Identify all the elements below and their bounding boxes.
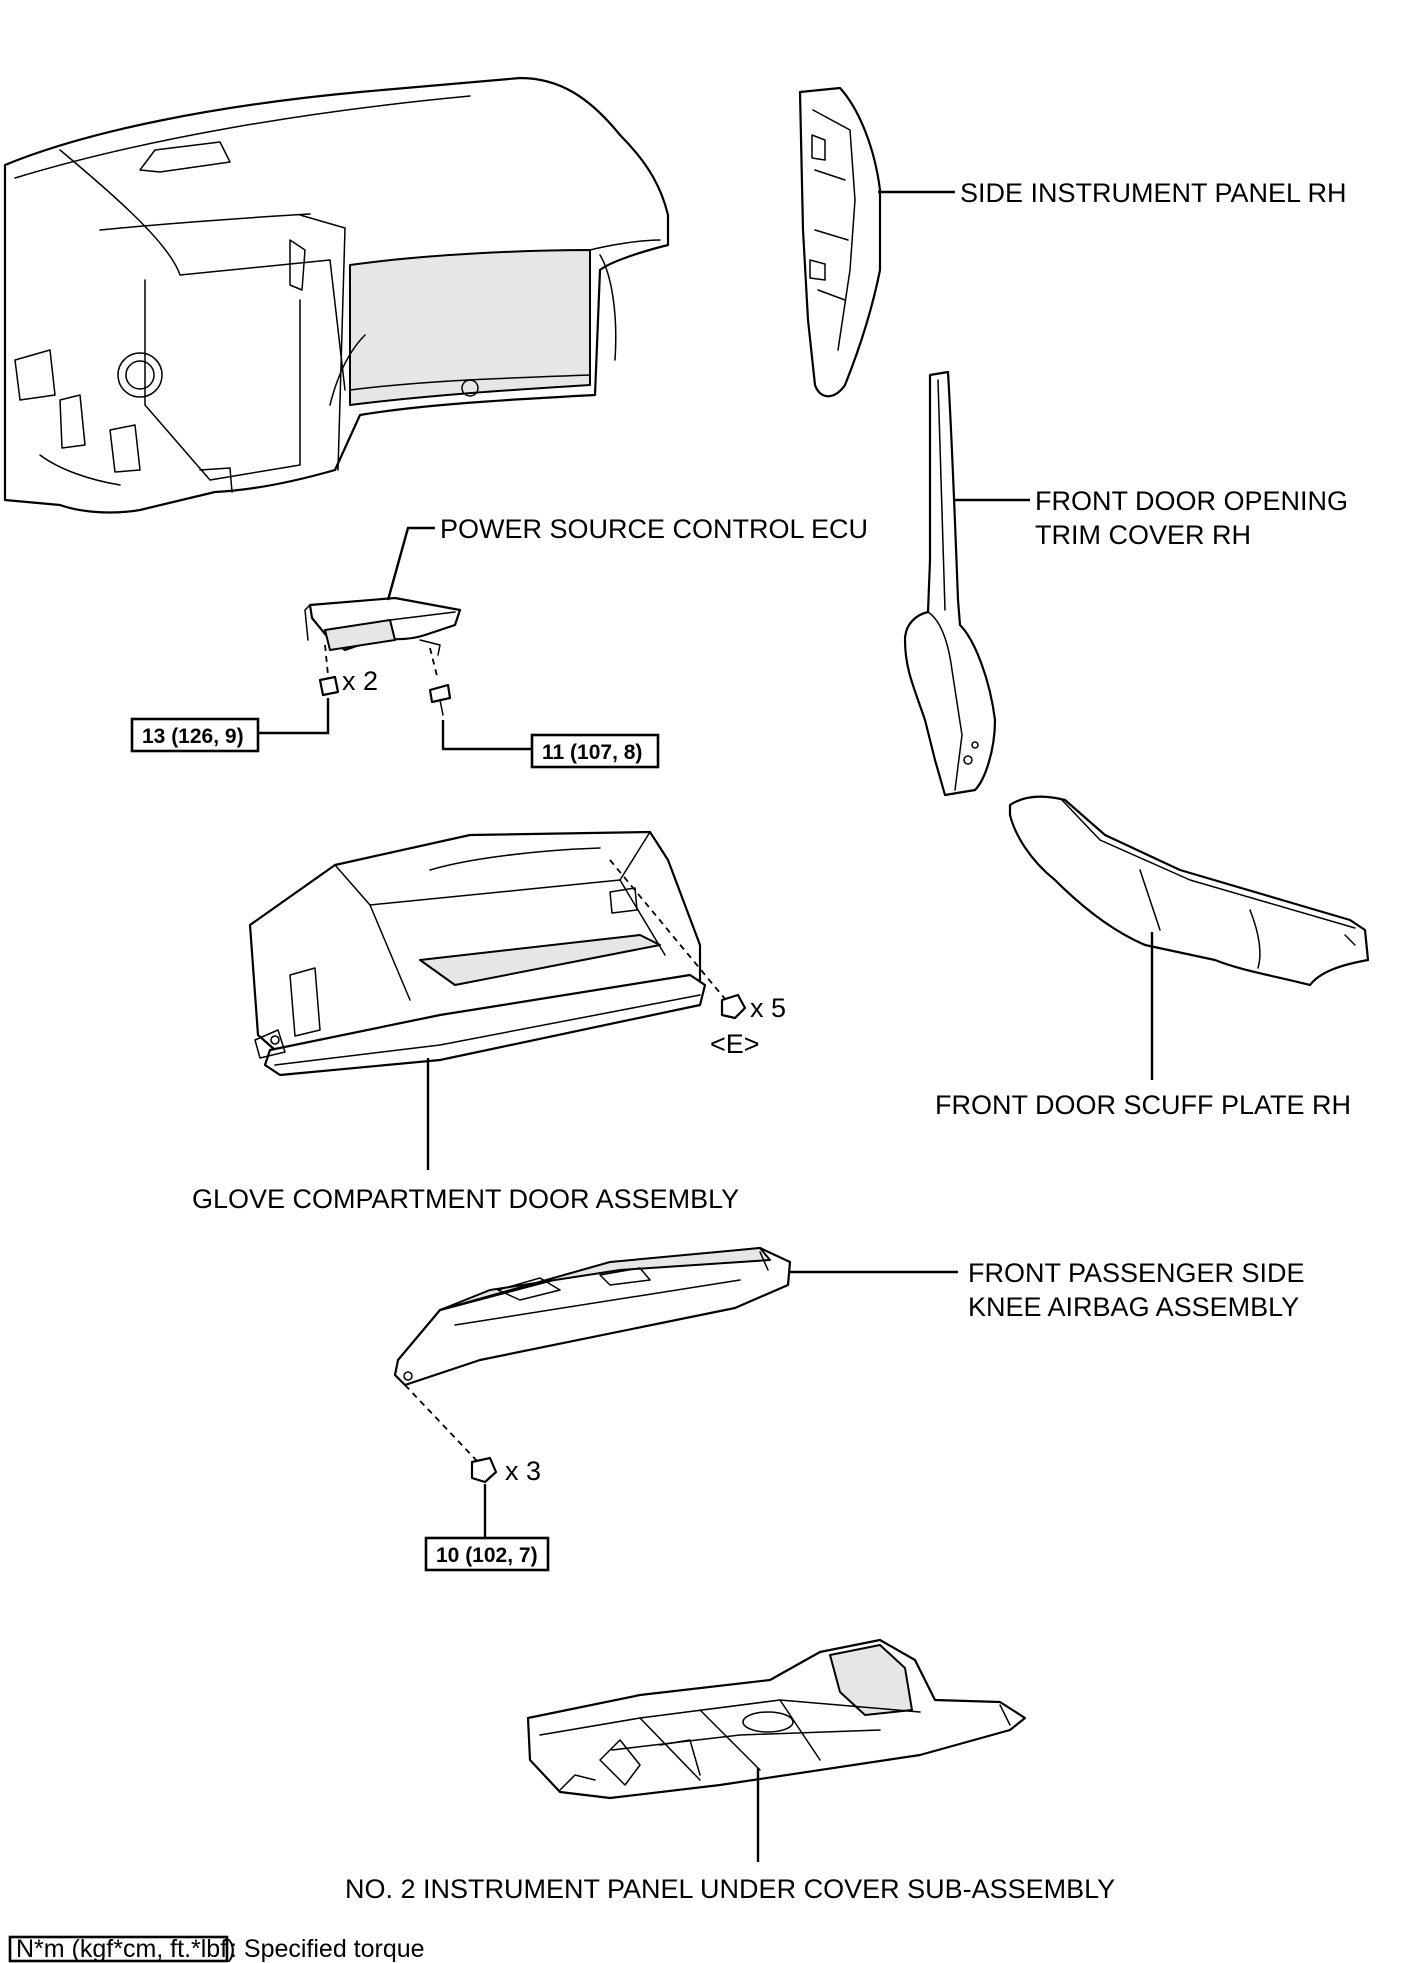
ecu-bolt-torque-box	[530, 733, 660, 769]
power-source-ecu-label: POWER SOURCE CONTROL ECU	[440, 514, 868, 544]
under-cover-label: NO. 2 INSTRUMENT PANEL UNDER COVER SUB-A…	[345, 1874, 1115, 1904]
side-instrument-panel-label: SIDE INSTRUMENT PANEL RH	[960, 178, 1347, 208]
ecu-nut-leader	[258, 698, 330, 735]
front-door-trim-label-1: FRONT DOOR OPENING	[1035, 486, 1348, 516]
front-door-trim-label-2: TRIM COVER RH	[1035, 520, 1251, 550]
front-door-trim-illustration	[903, 370, 997, 797]
ecu-nut-torque-box	[130, 717, 260, 753]
ecu-bolt-icon	[428, 683, 452, 716]
airbag-bolt-torque-box	[424, 1536, 550, 1572]
airbag-bolt-dashline	[404, 1384, 479, 1463]
instrument-panel-illustration	[3, 76, 670, 514]
legend-unit: N*m (kgf*cm, ft.*lbf)	[16, 1935, 235, 1963]
ecu-bolt-leader	[441, 720, 532, 751]
clip-qty: x 5	[750, 993, 786, 1023]
ecu-bolt-dashline	[429, 647, 439, 681]
airbag-bolt-icon	[470, 1456, 498, 1484]
glove-compartment-label: GLOVE COMPARTMENT DOOR ASSEMBLY	[192, 1184, 739, 1214]
ecu-leader	[386, 526, 435, 601]
knee-airbag-label-1: FRONT PASSENGER SIDE	[968, 1258, 1305, 1288]
ecu-nut-dashline	[324, 644, 329, 676]
legend-description: : Specified torque	[230, 1935, 425, 1963]
airbag-bolt-qty: x 3	[505, 1456, 541, 1486]
glove-compartment-illustration	[248, 830, 707, 1077]
knee-airbag-illustration	[393, 1246, 792, 1387]
airbag-bolt-torque: 10 (102, 7)	[436, 1544, 538, 1567]
ecu-nut-qty: x 2	[342, 666, 378, 696]
knee-airbag-label-2: KNEE AIRBAG ASSEMBLY	[968, 1292, 1299, 1322]
clip-icon	[720, 993, 747, 1020]
scuff-plate-illustration	[1008, 795, 1370, 987]
power-source-ecu-illustration	[304, 596, 462, 656]
scuff-plate-label: FRONT DOOR SCUFF PLATE RH	[935, 1090, 1351, 1120]
under-cover-illustration	[526, 1638, 1027, 1800]
legend-box	[8, 1935, 229, 1963]
clip-dashline	[609, 859, 731, 1006]
ecu-bolt-torque: 11 (107, 8)	[542, 741, 642, 764]
ecu-nut-icon	[318, 675, 340, 697]
side-instrument-panel-illustration	[798, 86, 882, 398]
ecu-nut-torque: 13 (126, 9)	[142, 725, 244, 748]
clip-code: <E>	[710, 1029, 760, 1059]
